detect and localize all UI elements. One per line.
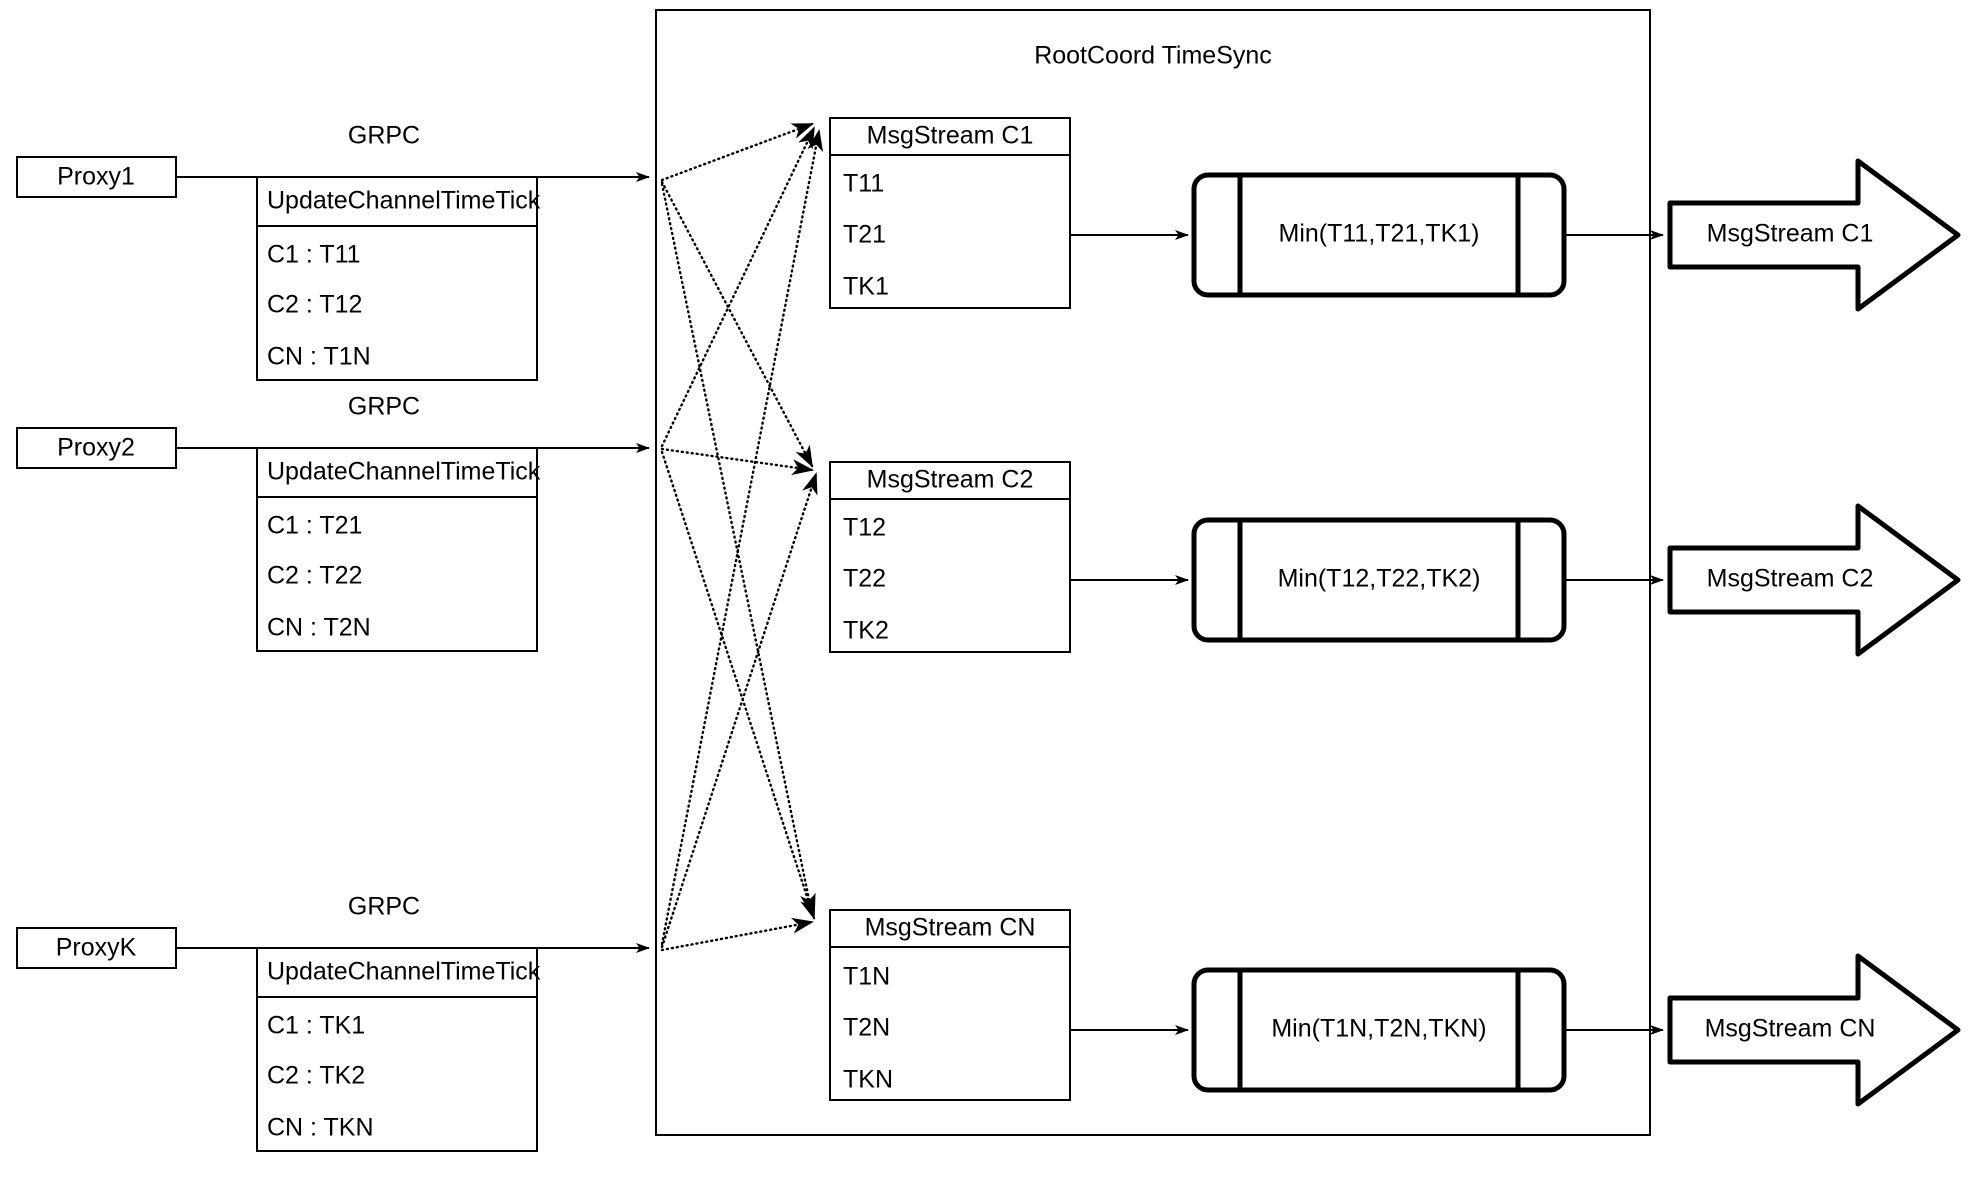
msgstream-entry-2-0: T12	[843, 514, 886, 542]
msgstream-entry-1-2: TK1	[843, 273, 889, 301]
edge-label-grpc-1: GRPC	[348, 122, 420, 150]
request-entry-2-1: C2 : T22	[267, 562, 362, 590]
msgstream-entry-2-1: T22	[843, 565, 886, 593]
request-box-1	[256, 176, 538, 381]
request-entry-1-1: C2 : T12	[267, 291, 362, 319]
request-entry-3-0: C1 : TK1	[267, 1012, 365, 1040]
msgstream-box-2	[829, 461, 1071, 653]
msgstream-title-3: MsgStream CN	[865, 914, 1036, 942]
proxy-label-3: ProxyK	[56, 934, 137, 962]
msgstream-entry-1-0: T11	[843, 170, 884, 198]
msgstream-entry-1-1: T21	[843, 221, 886, 249]
edge-label-grpc-3: GRPC	[348, 893, 420, 921]
min-label-2: Min(T12,T22,TK2)	[1278, 565, 1481, 593]
proxy-box-1[interactable]	[16, 156, 177, 198]
msgstream-entry-3-1: T2N	[843, 1014, 890, 1042]
request-entry-1-0: C1 : T11	[267, 241, 361, 269]
request-entry-3-1: C2 : TK2	[267, 1062, 365, 1090]
dotted-connector-pk-cn	[660, 917, 814, 952]
request-entry-2-2: CN : T2N	[267, 614, 371, 642]
output-label-1: MsgStream C1	[1707, 220, 1874, 248]
msgstream-entry-3-0: T1N	[843, 963, 890, 991]
dotted-connector-p2-cn	[660, 450, 816, 920]
container-title: RootCoord TimeSync	[1034, 42, 1272, 70]
dotted-connector-pk-c1	[660, 129, 824, 946]
output-block-arrow-2	[1667, 503, 1961, 657]
msgstream-entry-2-2: TK2	[843, 617, 889, 645]
dotted-connector-pk-c2	[660, 472, 818, 949]
proxy-box-2[interactable]	[16, 427, 177, 469]
msgstream-box-3	[829, 909, 1071, 1101]
output-label-2: MsgStream C2	[1707, 565, 1874, 593]
request-title-2: UpdateChannelTimeTick	[267, 458, 541, 486]
edge-label-grpc-2: GRPC	[348, 393, 420, 421]
dotted-connector-p2-c2	[660, 447, 814, 476]
dotted-connector-p2-c1	[660, 126, 816, 448]
proxy-box-3[interactable]	[16, 927, 177, 969]
proxy-label-1: Proxy1	[57, 163, 135, 191]
request-title-1: UpdateChannelTimeTick	[267, 187, 541, 215]
msgstream-title-2: MsgStream C2	[867, 466, 1034, 494]
dotted-connector-p1-c2	[660, 180, 814, 468]
msgstream-entry-3-2: TKN	[843, 1066, 893, 1094]
proxy-label-2: Proxy2	[57, 434, 135, 462]
dotted-connector-p1-c1	[660, 122, 814, 182]
min-label-3: Min(T1N,T2N,TKN)	[1271, 1015, 1486, 1043]
min-label-1: Min(T11,T21,TK1)	[1279, 220, 1480, 248]
output-block-arrow-1	[1667, 158, 1961, 312]
dotted-connector-p1-cn	[660, 182, 816, 916]
output-label-3: MsgStream CN	[1705, 1015, 1876, 1043]
request-entry-3-2: CN : TKN	[267, 1114, 374, 1142]
msgstream-box-1	[829, 117, 1071, 309]
request-entry-1-2: CN : T1N	[267, 343, 371, 371]
msgstream-title-1: MsgStream C1	[867, 122, 1034, 150]
request-title-3: UpdateChannelTimeTick	[267, 958, 541, 986]
request-entry-2-0: C1 : T21	[267, 512, 362, 540]
request-box-3	[256, 947, 538, 1152]
request-box-2	[256, 447, 538, 652]
output-block-arrow-3	[1667, 953, 1961, 1107]
